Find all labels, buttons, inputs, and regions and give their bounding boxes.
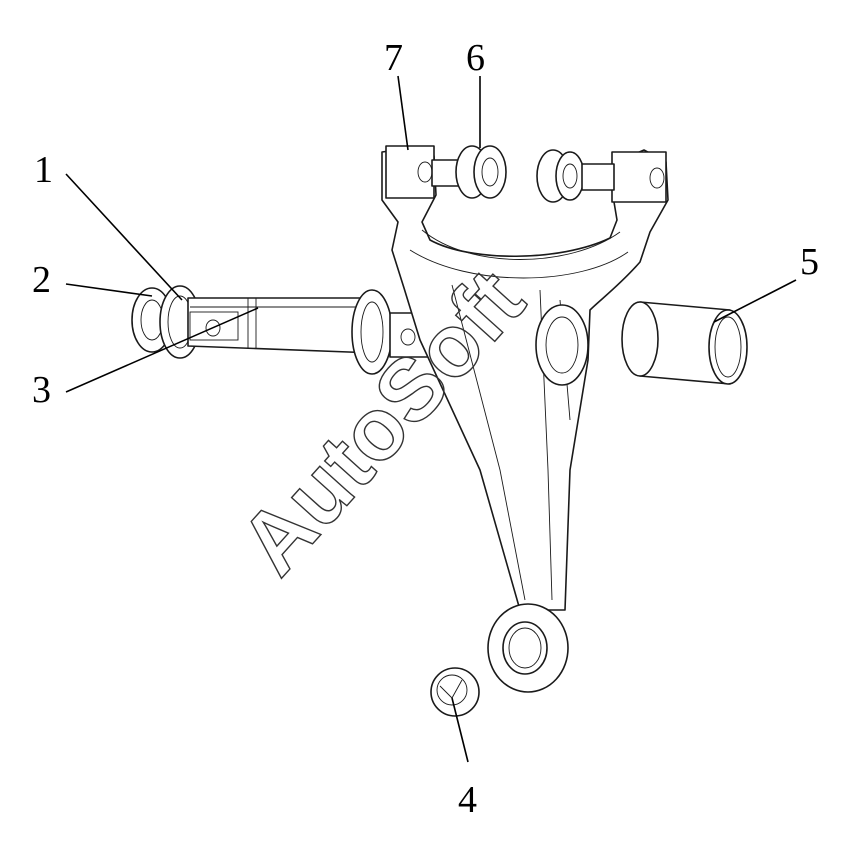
callout-5: 5 bbox=[800, 241, 819, 283]
callout-1: 1 bbox=[34, 149, 53, 191]
callout-2: 2 bbox=[32, 259, 51, 301]
pivot-shaft-assembly bbox=[131, 285, 429, 375]
leader-2 bbox=[65, 283, 153, 297]
leader-4 bbox=[451, 697, 469, 763]
part-3-shaft bbox=[187, 297, 376, 354]
callout-7: 7 bbox=[384, 37, 403, 79]
leader-5 bbox=[713, 279, 797, 323]
leader-7 bbox=[397, 75, 409, 151]
part-4-small-bush bbox=[430, 667, 480, 717]
part-5-sleeve bbox=[621, 301, 748, 385]
callout-6: 6 bbox=[466, 37, 485, 79]
leader-1 bbox=[65, 173, 183, 301]
callout-3: 3 bbox=[32, 369, 51, 411]
callout-labels: 1 2 3 4 5 6 7 bbox=[32, 37, 819, 821]
leader-lines bbox=[65, 75, 797, 763]
callout-4: 4 bbox=[458, 779, 477, 821]
leader-3 bbox=[65, 307, 259, 393]
fork-lever bbox=[381, 145, 669, 693]
middle-bushing bbox=[351, 289, 429, 375]
part-6-roller-right bbox=[536, 149, 615, 203]
part-6-roller-left bbox=[431, 145, 507, 199]
